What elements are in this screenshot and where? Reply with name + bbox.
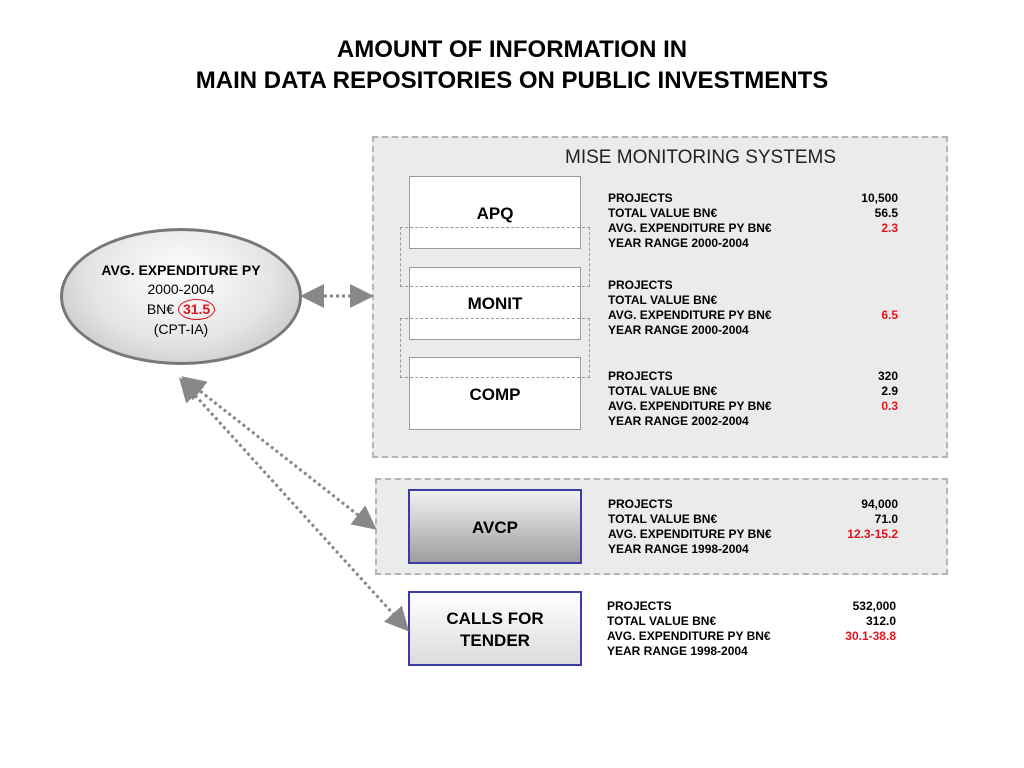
stat-label: AVG. EXPENDITURE PY BN€ [608,527,772,541]
apq-avg-expenditure: 2.3 [881,221,898,235]
calls-total-value: 312.0 [865,614,896,628]
title-line-1: AMOUNT OF INFORMATION IN [336,36,688,63]
stat-label: AVG. EXPENDITURE PY BN€ [607,629,771,643]
calls-avg-expenditure: 30.1-38.8 [845,629,896,643]
avcp-year-range: YEAR RANGE 1998-2004 [608,542,749,556]
monit-year-range: YEAR RANGE 2000-2004 [608,323,749,337]
stat-label: TOTAL VALUE BN€ [607,614,717,628]
monit-comp-overlap-frame [400,318,590,378]
monit-stats: PROJECTS TOTAL VALUE BN€ AVG. EXPENDITUR… [608,278,898,338]
apq-year-range: YEAR RANGE 2000-2004 [608,236,749,250]
stat-label: TOTAL VALUE BN€ [608,293,718,307]
calls-for-tender-box[interactable]: CALLS FOR TENDER [408,591,582,666]
calls-label-line-1: CALLS FOR [446,609,544,628]
ellipse-years: 2000-2004 [147,281,215,297]
ellipse-value: 31.5 [177,299,216,320]
connector-ellipse-calls [178,377,410,632]
stat-label: TOTAL VALUE BN€ [608,206,718,220]
apq-total-value: 56.5 [874,206,898,220]
stat-label: AVG. EXPENDITURE PY BN€ [608,399,772,413]
comp-box[interactable]: COMP [409,357,581,430]
comp-avg-expenditure: 0.3 [881,399,898,413]
monit-label: MONIT [467,294,523,313]
calls-stats: PROJECTS 532,000 TOTAL VALUE BN€ 312.0 AVG… [607,599,896,659]
comp-year-range: YEAR RANGE 2002-2004 [608,414,749,428]
stat-label: AVG. EXPENDITURE PY BN€ [608,221,772,235]
stat-label: PROJECTS [608,278,673,292]
mise-panel-title: MISE MONITORING SYSTEMS [565,147,836,168]
comp-total-value: 2.9 [881,384,898,398]
stat-label: PROJECTS [608,497,673,511]
apq-stats: PROJECTS 10,500 TOTAL VALUE BN€ 56.5 AVG. … [608,191,898,251]
stat-label: AVG. EXPENDITURE PY BN€ [608,308,772,322]
calls-label-line-2: TENDER [460,631,530,650]
apq-box[interactable]: APQ [409,176,581,249]
apq-label: APQ [476,204,514,223]
ellipse-source: (CPT-IA) [153,321,209,337]
apq-monit-overlap-frame [400,227,590,287]
comp-projects: 320 [877,369,898,383]
avcp-total-value: 71.0 [874,512,898,526]
comp-label: COMP [469,385,521,404]
ellipse-heading: AVG. EXPENDITURE PY [101,262,261,278]
avcp-box[interactable]: AVCP [408,489,582,564]
title-line-2: MAIN DATA REPOSITORIES ON PUBLIC INVESTM… [195,67,829,94]
apq-projects: 10,500 [861,191,898,205]
avg-expenditure-ellipse: AVG. EXPENDITURE PY 2000-2004 BN€ 31.5 (… [60,228,302,365]
avcp-stats: PROJECTS 94,000 TOTAL VALUE BN€ 71.0 AVG. … [608,497,898,557]
page-title: AMOUNT OF INFORMATION IN MAIN DATA REPOS… [0,34,1024,96]
stat-label: PROJECTS [608,191,673,205]
comp-stats: PROJECTS 320 TOTAL VALUE BN€ 2.9 AVG. EXPE… [608,369,898,429]
calls-year-range: YEAR RANGE 1998-2004 [607,644,748,658]
ellipse-unit: BN€ [146,301,175,317]
stat-label: PROJECTS [608,369,673,383]
avcp-avg-expenditure: 12.3-15.2 [847,527,898,541]
avcp-label: AVCP [472,518,518,537]
avcp-projects: 94,000 [861,497,898,511]
stat-label: TOTAL VALUE BN€ [608,384,718,398]
stat-label: TOTAL VALUE BN€ [608,512,718,526]
monit-avg-expenditure: 6.5 [881,308,898,322]
stat-label: PROJECTS [607,599,672,613]
monit-box[interactable]: MONIT [409,267,581,340]
calls-projects: 532,000 [852,599,896,613]
connector-ellipse-avcp [181,376,377,530]
